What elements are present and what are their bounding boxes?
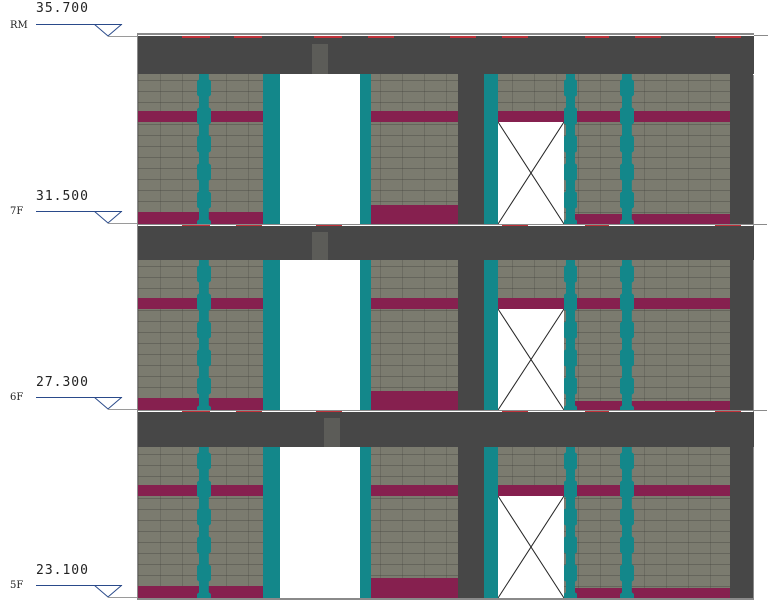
- mullion: [620, 447, 634, 598]
- band: [575, 214, 730, 224]
- window-x-symbol: [498, 309, 564, 410]
- mullion: [197, 74, 211, 224]
- column: [730, 260, 753, 410]
- red-mark: [182, 224, 210, 226]
- extension-line: [108, 223, 138, 224]
- column: [730, 74, 753, 224]
- beam-stub: [312, 44, 328, 74]
- opening: [280, 447, 360, 598]
- opening: [280, 260, 360, 410]
- elevation-label: 23.100: [36, 563, 89, 578]
- elevation-label: 31.500: [36, 189, 89, 204]
- red-mark: [234, 36, 262, 38]
- level-line: [36, 585, 122, 586]
- band: [370, 111, 458, 122]
- band: [498, 111, 730, 122]
- mullion: [564, 74, 577, 224]
- band: [575, 588, 730, 598]
- red-mark: [236, 410, 262, 412]
- red-mark: [236, 224, 262, 226]
- level-line: [36, 211, 122, 212]
- frame-bottom: [137, 598, 754, 600]
- band: [370, 578, 458, 598]
- red-mark: [182, 410, 210, 412]
- elevation-label: 35.700: [36, 1, 89, 16]
- red-mark: [715, 36, 741, 38]
- beam-stub: [312, 232, 328, 260]
- brick-wall: [138, 447, 730, 598]
- opening: [280, 74, 360, 224]
- floor-beam-7f: [138, 226, 754, 260]
- window-x-symbol: [498, 122, 564, 224]
- band: [360, 485, 458, 496]
- mullion: [564, 447, 577, 598]
- column: [458, 74, 484, 224]
- column: [730, 447, 753, 598]
- red-mark: [182, 36, 210, 38]
- floor-tag: RM: [10, 20, 28, 31]
- window-x-symbol: [498, 496, 564, 598]
- band: [498, 298, 730, 309]
- mullion: [564, 260, 577, 410]
- band: [360, 298, 458, 309]
- red-mark: [316, 224, 342, 226]
- frame-left: [137, 33, 138, 599]
- red-mark: [368, 36, 394, 38]
- cross-icon: [498, 122, 564, 224]
- level-line: [36, 397, 122, 398]
- extension-line: [108, 409, 138, 410]
- mullion: [197, 260, 211, 410]
- slab-line: [137, 410, 767, 411]
- floor-tag: 6F: [10, 392, 24, 403]
- frame-top: [137, 33, 754, 35]
- mullion: [360, 447, 371, 598]
- roof-beam: [138, 36, 754, 74]
- red-mark: [715, 410, 741, 412]
- mullion: [620, 260, 634, 410]
- brick-wall: [138, 260, 730, 410]
- level-line: [36, 24, 122, 25]
- frame-right: [753, 75, 754, 599]
- red-mark: [585, 224, 609, 226]
- mullion: [620, 74, 634, 224]
- mullion: [263, 447, 280, 598]
- slab-line: [137, 224, 767, 225]
- red-mark: [316, 410, 342, 412]
- mullion: [484, 447, 498, 598]
- floor-beam-6f: [138, 412, 754, 447]
- mullion: [197, 447, 211, 598]
- red-mark: [450, 36, 476, 38]
- cross-icon: [498, 309, 564, 410]
- extension-line: [108, 36, 138, 37]
- red-mark: [635, 36, 661, 38]
- beam-stub: [324, 418, 340, 447]
- column: [458, 260, 484, 410]
- red-mark: [585, 36, 609, 38]
- elevation-label: 27.300: [36, 375, 89, 390]
- mullion: [263, 260, 280, 410]
- red-mark: [585, 410, 609, 412]
- red-mark: [314, 36, 342, 38]
- red-mark: [502, 224, 528, 226]
- cross-icon: [498, 496, 564, 598]
- band: [575, 401, 730, 410]
- red-mark: [502, 410, 528, 412]
- slab-line: [754, 35, 768, 36]
- mullion: [484, 260, 498, 410]
- brick-wall: [138, 74, 730, 224]
- mullion: [484, 74, 498, 224]
- extension-line: [108, 597, 138, 598]
- band: [498, 485, 730, 496]
- mullion: [360, 260, 371, 410]
- floor-tag: 5F: [10, 580, 24, 591]
- column: [458, 447, 484, 598]
- floor-tag: 7F: [10, 206, 24, 217]
- band: [370, 391, 458, 410]
- band: [370, 205, 458, 224]
- mullion: [263, 74, 280, 224]
- red-mark: [715, 224, 741, 226]
- red-mark: [502, 36, 528, 38]
- mullion: [360, 74, 371, 224]
